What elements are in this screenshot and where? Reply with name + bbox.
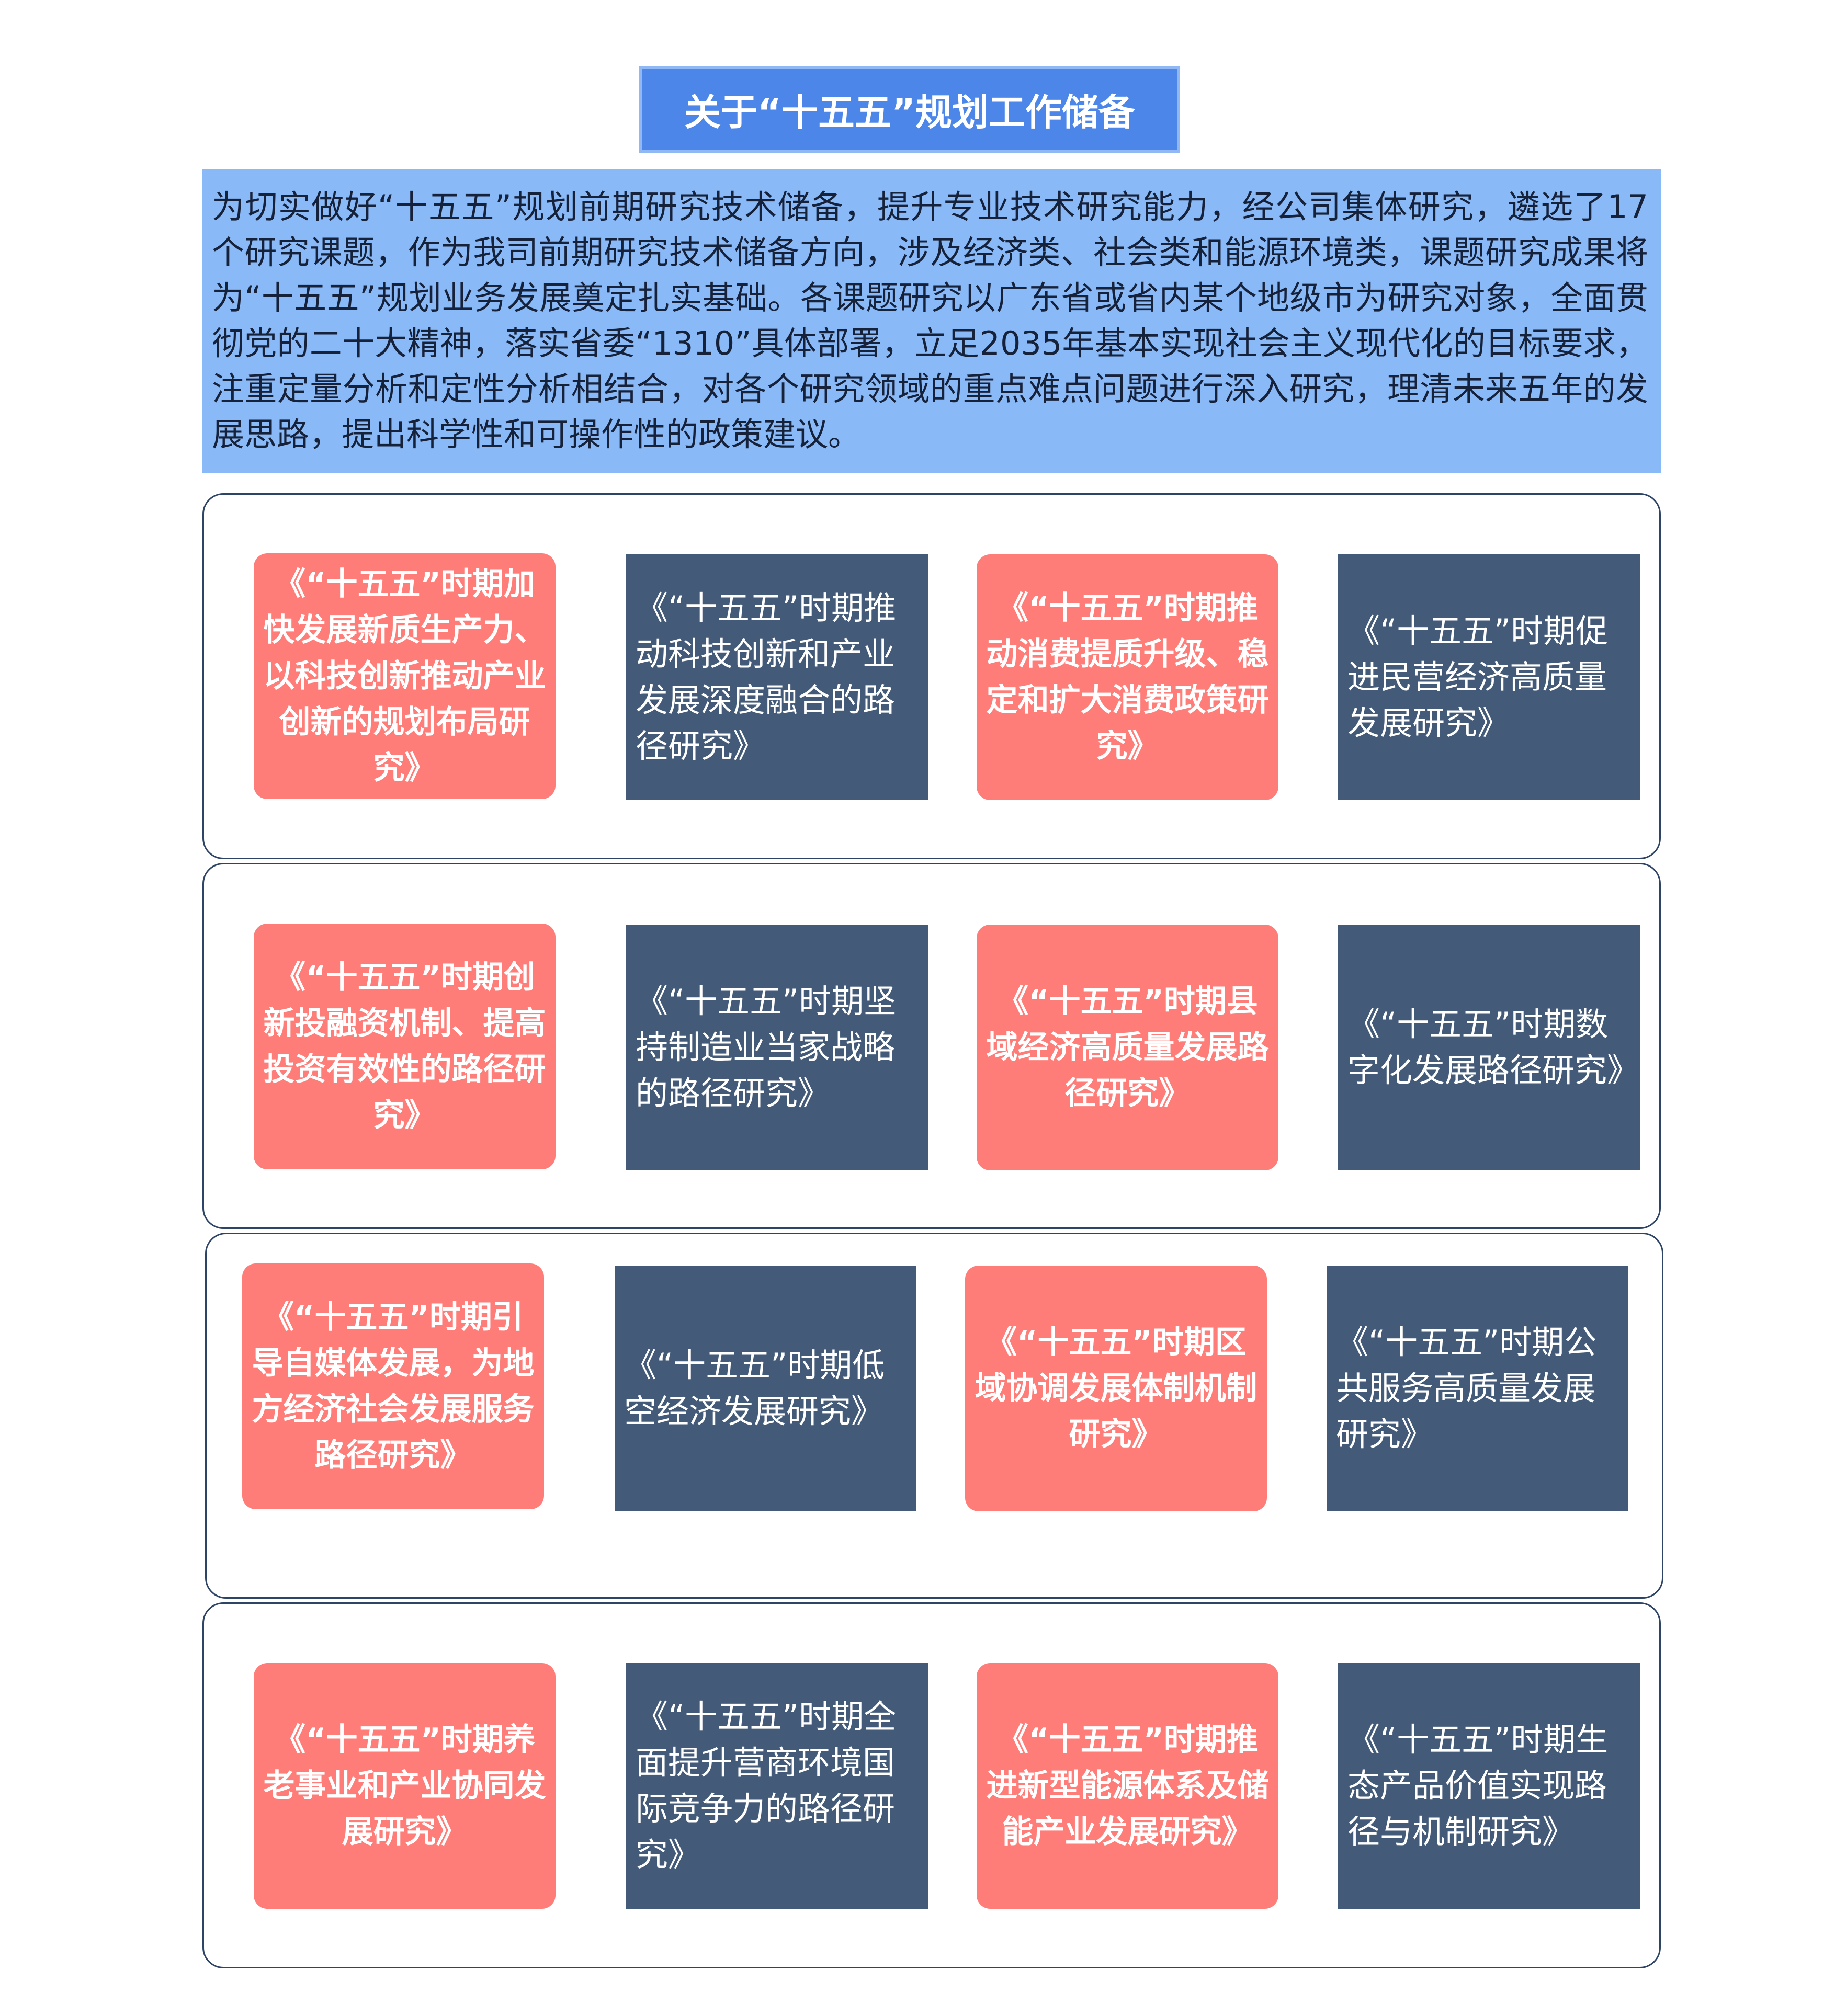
topic-card-text: 《“十五五”时期县域经济高质量发展路径研究》 [986,983,1269,1112]
topic-card-text: 《“十五五”时期全面提升营商环境国际竞争力的路径研究》 [636,1698,897,1874]
topic-card-text: 《“十五五”时期生态产品价值实现路径与机制研究》 [1347,1721,1609,1851]
topic-card-15: 《“十五五”时期推进新型能源体系及储能产业发展研究》 [977,1663,1278,1909]
topic-card-text: 《“十五五”时期推进新型能源体系及储能产业发展研究》 [986,1722,1269,1850]
topic-card-16: 《“十五五”时期生态产品价值实现路径与机制研究》 [1338,1663,1640,1909]
topic-card-2: 《“十五五”时期推动科技创新和产业发展深度融合的路径研究》 [626,554,928,800]
topic-card-text: 《“十五五”时期推动科技创新和产业发展深度融合的路径研究》 [636,589,897,765]
topic-card-text: 《“十五五”时期养老事业和产业协同发展研究》 [263,1722,546,1850]
topic-group-2: 《“十五五”时期创新投融资机制、提高投资有效性的路径研究》 《“十五五”时期坚持… [202,863,1661,1229]
topic-card-text: 《“十五五”时期加快发展新质生产力、以科技创新推动产业创新的规划布局研究》 [263,566,546,787]
topic-card-8: 《“十五五”时期数字化发展路径研究》 [1338,925,1640,1170]
intro-panel: 为切实做好“十五五”规划前期研究技术储备，提升专业技术研究能力，经公司集体研究，… [202,169,1661,473]
topic-card-text: 《“十五五”时期促进民营经济高质量发展研究》 [1347,612,1609,742]
topic-card-text: 《“十五五”时期区域协调发展体制机制研究》 [975,1324,1258,1453]
topic-card-text: 《“十五五”时期公共服务高质量发展研究》 [1336,1323,1597,1453]
topic-card-12: 《“十五五”时期公共服务高质量发展研究》 [1327,1266,1628,1511]
topic-group-3: 《“十五五”时期引导自媒体发展，为地方经济社会发展服务路径研究》 《“十五五”时… [205,1233,1663,1599]
topic-card-text: 《“十五五”时期坚持制造业当家战略的路径研究》 [636,982,897,1112]
topic-card-4: 《“十五五”时期促进民营经济高质量发展研究》 [1338,554,1640,800]
topic-card-3: 《“十五五”时期推动消费提质升级、稳定和扩大消费政策研究》 [977,554,1278,800]
intro-text: 为切实做好“十五五”规划前期研究技术储备，提升专业技术研究能力，经公司集体研究，… [212,188,1648,453]
topic-card-5: 《“十五五”时期创新投融资机制、提高投资有效性的路径研究》 [254,924,556,1169]
topic-card-7: 《“十五五”时期县域经济高质量发展路径研究》 [977,925,1278,1170]
topic-card-11: 《“十五五”时期区域协调发展体制机制研究》 [965,1266,1267,1511]
page-title-text: 关于“十五五”规划工作储备 [684,90,1135,134]
topic-card-9: 《“十五五”时期引导自媒体发展，为地方经济社会发展服务路径研究》 [242,1263,544,1509]
topic-card-text: 《“十五五”时期低空经济发展研究》 [624,1346,885,1430]
topic-card-14: 《“十五五”时期全面提升营商环境国际竞争力的路径研究》 [626,1663,928,1909]
topic-card-text: 《“十五五”时期创新投融资机制、提高投资有效性的路径研究》 [263,959,546,1134]
topic-card-text: 《“十五五”时期引导自媒体发展，为地方经济社会发展服务路径研究》 [252,1299,535,1474]
topic-group-1: 《“十五五”时期加快发展新质生产力、以科技创新推动产业创新的规划布局研究》 《“… [202,493,1661,859]
topic-card-13: 《“十五五”时期养老事业和产业协同发展研究》 [254,1663,556,1909]
topic-group-4: 《“十五五”时期养老事业和产业协同发展研究》 《“十五五”时期全面提升营商环境国… [202,1602,1661,1968]
topic-card-10: 《“十五五”时期低空经济发展研究》 [615,1266,916,1511]
topic-card-1: 《“十五五”时期加快发展新质生产力、以科技创新推动产业创新的规划布局研究》 [254,553,556,799]
topic-card-text: 《“十五五”时期推动消费提质升级、稳定和扩大消费政策研究》 [986,590,1269,765]
topic-card-text: 《“十五五”时期数字化发展路径研究》 [1347,1005,1640,1089]
page-title: 关于“十五五”规划工作储备 [639,66,1180,153]
topic-card-6: 《“十五五”时期坚持制造业当家战略的路径研究》 [626,925,928,1170]
